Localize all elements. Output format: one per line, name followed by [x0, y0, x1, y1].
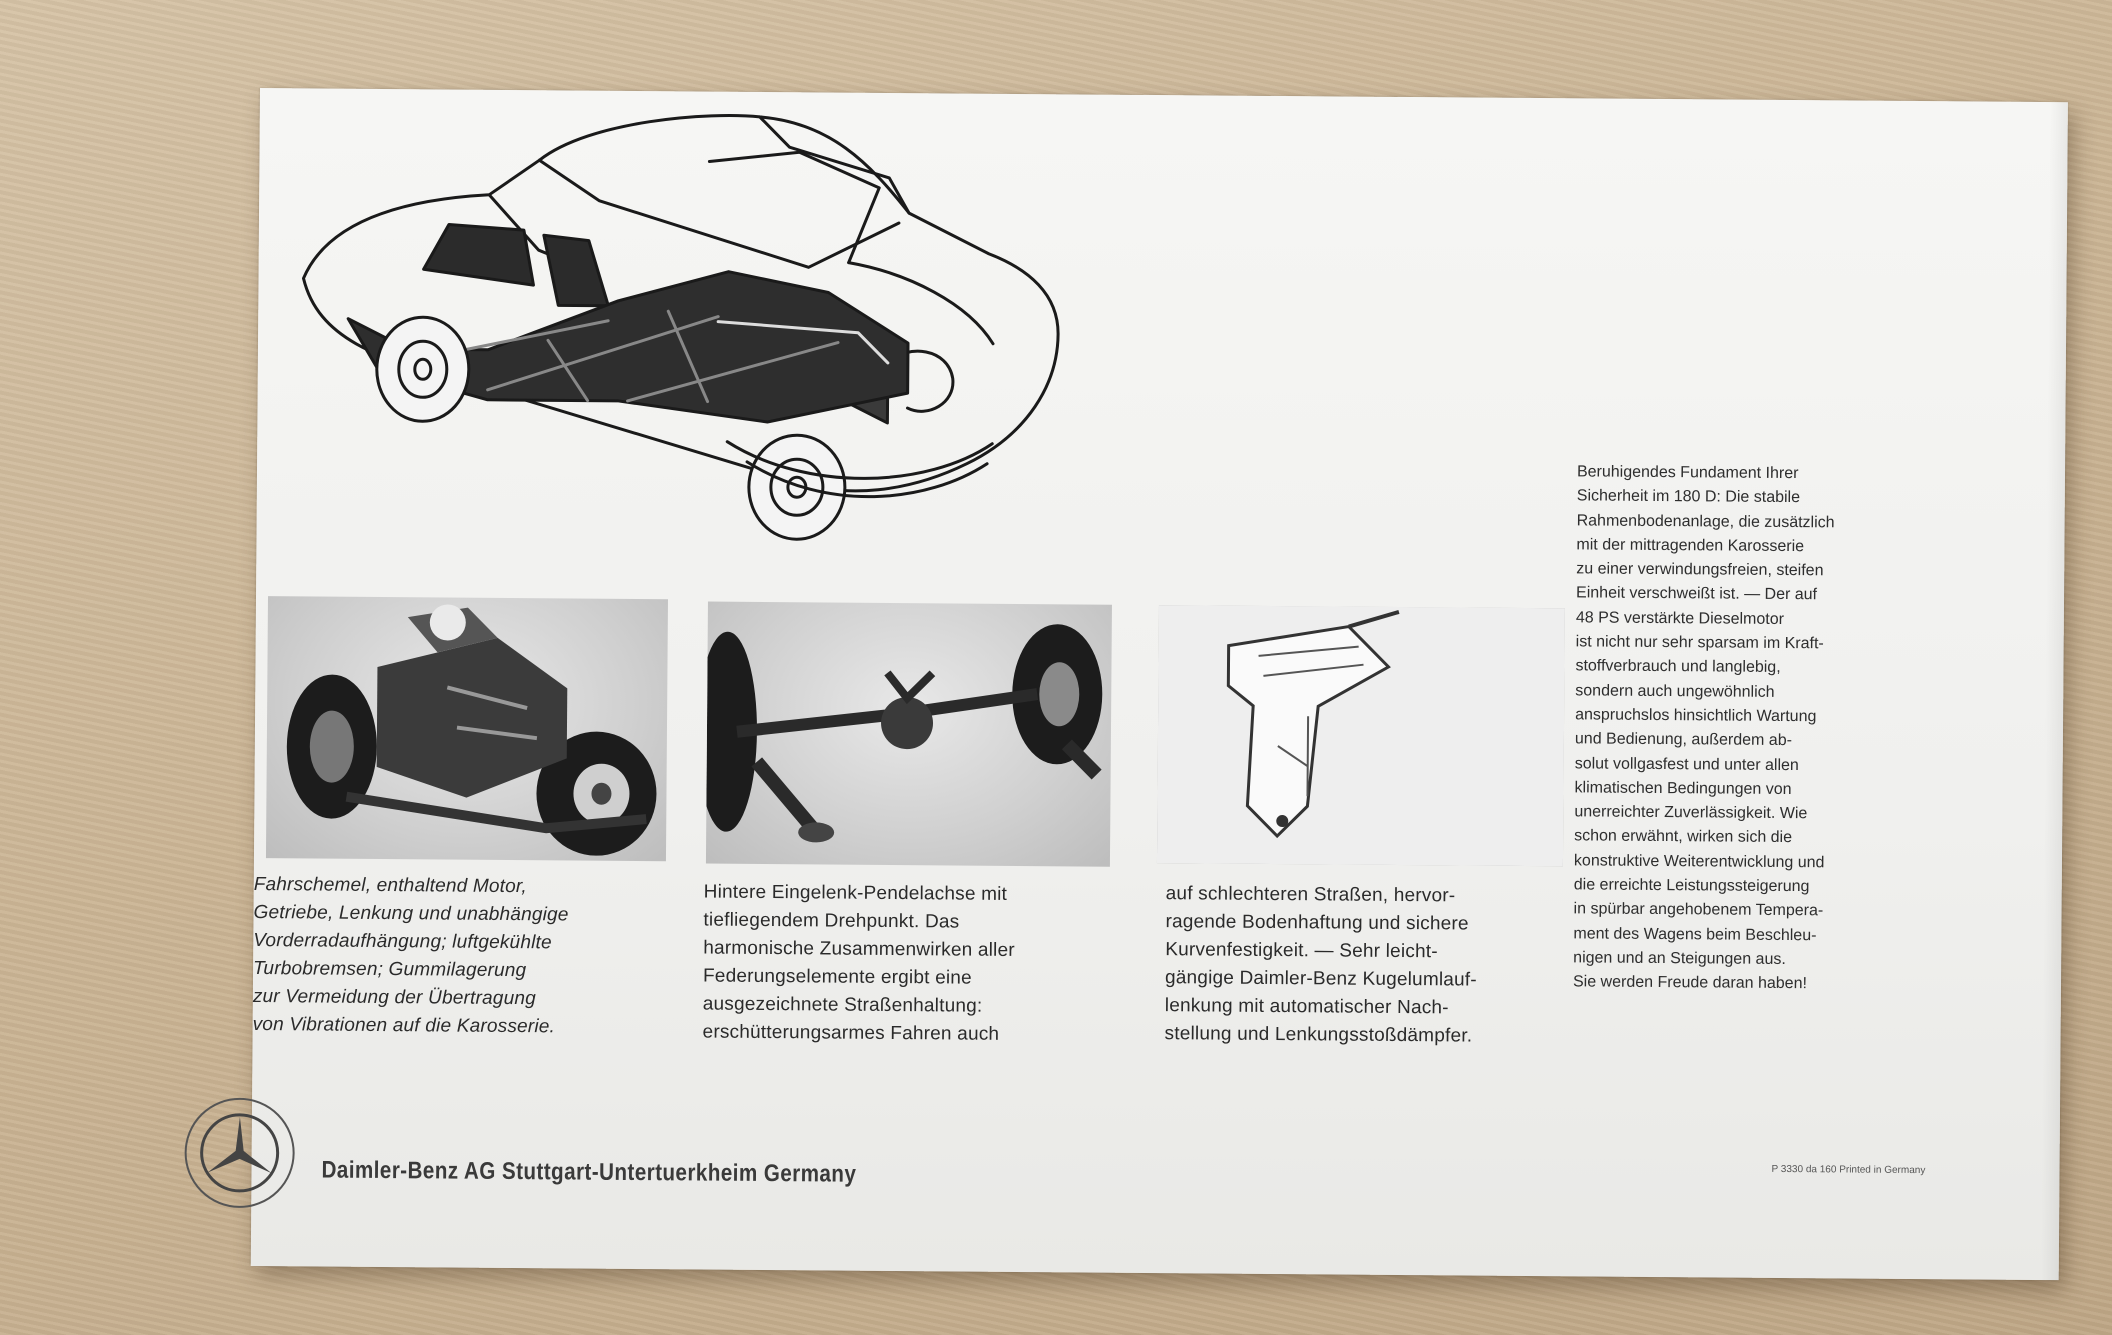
mercedes-star-seal-icon	[184, 1097, 295, 1208]
photo-rear-axle	[705, 601, 1112, 867]
photo-front-subframe	[265, 596, 668, 862]
side-description: Beruhigendes Fundament Ihrer Sicherheit …	[1572, 463, 1835, 993]
caption-steering: auf schlechteren Straßen, hervor- ragend…	[1164, 883, 1477, 1047]
car-cutaway-drawing	[302, 114, 1060, 541]
photo-steering-gear	[1156, 605, 1565, 867]
print-note: P 3330 da 160 Printed in Germany	[1771, 1163, 1926, 1177]
company-address: Daimler-Benz AG Stuttgart-Untertuerkheim…	[321, 1156, 857, 1188]
caption-rear-axle: Hintere Eingelenk-Pendelachse mit tiefli…	[702, 881, 1015, 1045]
caption-front-subframe: Fahrschemel, enthaltend Motor, Getriebe,…	[252, 873, 569, 1038]
brochure-page: Fahrschemel, enthaltend Motor, Getriebe,…	[184, 88, 2068, 1281]
